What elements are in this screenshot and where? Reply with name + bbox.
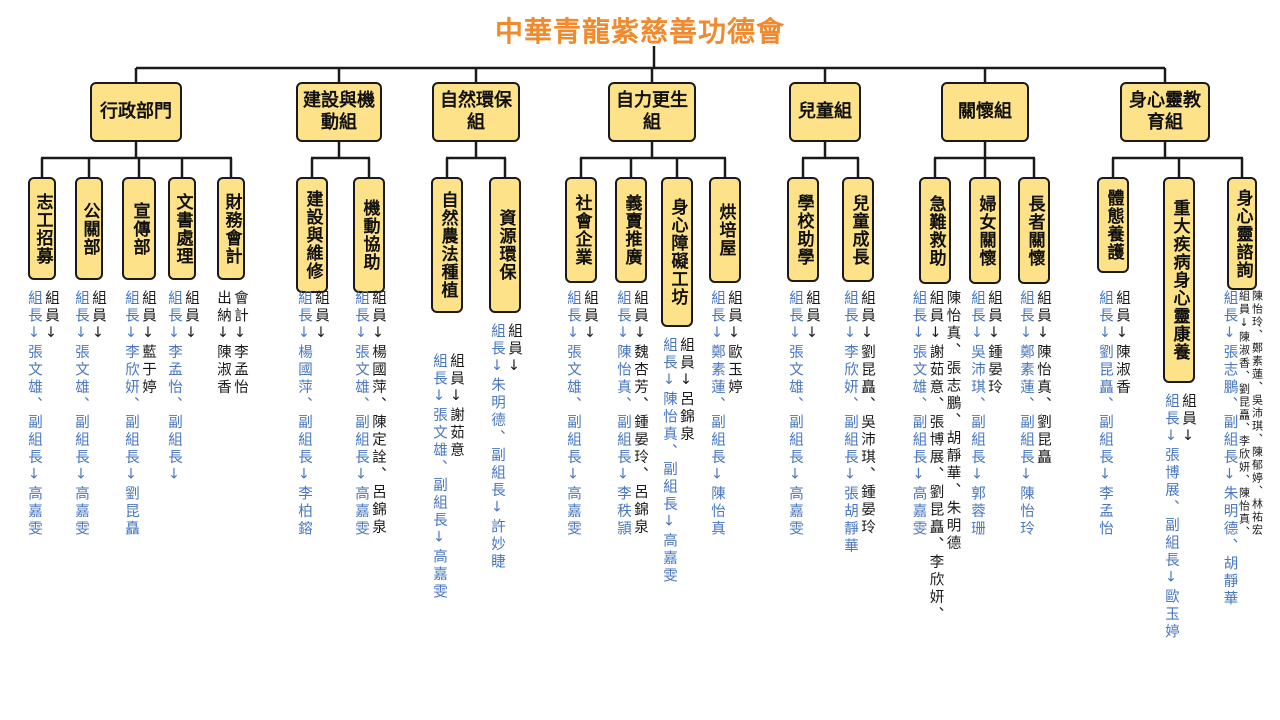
sub-box-1-1: 志工招募 [28, 177, 56, 280]
member-list: 組員↓ [506, 323, 522, 377]
sub-box-6-2: 婦女關懷 [969, 177, 1001, 284]
leader-list: 組長↓張博展、副組長↓歐玉婷 [1163, 393, 1179, 641]
member-list: 組員↓魏杏芳、鍾晏玲、呂錦泉 [632, 290, 648, 537]
sub-box-3-2: 資源環保 [489, 177, 521, 313]
leader-list: 組長↓陳怡真、副組長↓李秩頴 [615, 290, 631, 538]
member-list: 組員↓呂錦泉 [678, 337, 694, 444]
member-list: 組員↓謝茹意、張博展、劉昆矗、李欣妍、 [927, 290, 944, 624]
dept-box-1: 行政部門 [90, 82, 182, 142]
leader-list: 組長↓張文雄、副組長↓高嘉雯 [565, 290, 581, 538]
member-list: 組員↓ [43, 290, 59, 344]
member-list: 組員↓謝茹意 [448, 353, 464, 460]
sub-box-3-1: 自然農法種植 [431, 177, 463, 313]
member-list: 組員↓藍于婷 [140, 290, 156, 397]
member-list: 組員↓鍾晏玲 [986, 290, 1002, 397]
leader-list: 組長↓張文雄、副組長↓高嘉雯 [353, 290, 369, 538]
member-list: 組員↓ [90, 290, 106, 344]
member-list: 出納↓陳淑香 [215, 290, 231, 397]
member-list: 組員↓陳淑香、劉昆矗、李欣妍、陳怡真、 [1237, 290, 1251, 539]
leader-list: 組長↓張文雄、副組長↓高嘉雯 [73, 290, 89, 538]
leader-list: 組長↓劉昆矗、副組長↓李孟怡 [1097, 290, 1113, 538]
sub-box-1-2: 公關部 [75, 177, 103, 280]
member-list: 組員↓ [804, 290, 820, 344]
sub-box-2-1: 建設與維修 [296, 177, 328, 293]
member-list: 組員↓歐玉婷 [726, 290, 742, 397]
sub-box-5-1: 學校助學 [787, 177, 819, 282]
sub-box-4-4: 烘培屋 [709, 177, 741, 283]
member-list: 組員↓楊國萍、陳定詮、呂錦泉 [370, 290, 386, 537]
sub-box-4-2: 義賣推廣 [615, 177, 647, 283]
leader-list: 組長↓鄭素蓮、副組長↓陳怡玲 [1018, 290, 1034, 538]
member-list: 陳怡玲、鄭素蓮、吳沛琪、陳郁婷、林祐宏 [1250, 290, 1264, 537]
dept-box-4: 自力更生組 [608, 82, 696, 142]
sub-box-6-3: 長者關懷 [1018, 177, 1050, 284]
leader-list: 組長↓張文雄、副組長↓高嘉雯 [910, 290, 927, 538]
dept-box-3: 自然環保組 [432, 82, 520, 142]
sub-box-7-2: 重大疾病身心靈康養 [1163, 177, 1195, 383]
member-list: 組員↓ [183, 290, 199, 344]
member-list: 組員↓陳淑香 [1114, 290, 1130, 397]
sub-box-6-1: 急難救助 [919, 177, 951, 284]
dept-box-5: 兒童組 [789, 82, 861, 142]
leader-list: 組長↓朱明德、副組長↓許妙睫 [489, 323, 505, 571]
member-list: 組員↓陳怡真、劉昆矗 [1035, 290, 1051, 467]
member-list: 組員↓ [1180, 393, 1196, 447]
leader-list: 組長↓鄭素蓮、副組長↓陳怡真 [709, 290, 725, 538]
leader-list: 組長↓張志鵬、副組長↓朱明德、胡靜華 [1221, 290, 1238, 608]
sub-box-1-3: 宣傳部 [122, 177, 156, 280]
leader-list: 組長↓吳沛琪、副組長↓郭蓉珊 [969, 290, 985, 538]
leader-list: 組長↓楊國萍、副組長↓李柏鎔 [296, 290, 312, 538]
member-list: 組員↓ [313, 290, 329, 344]
member-list: 組員↓劉昆矗、吳沛琪、鍾晏玲 [859, 290, 875, 537]
member-list: 陳怡真、張志鵬、胡靜華、朱明德 [944, 290, 961, 553]
leader-list: 組長↓李欣妍、副組長↓劉昆矗 [123, 290, 139, 538]
leader-list: 組長↓張文雄、副組長↓高嘉雯 [787, 290, 803, 538]
member-list: 組員↓ [582, 290, 598, 344]
leader-list: 組長↓張文雄、副組長↓高嘉雯 [26, 290, 42, 538]
dept-box-6: 關懷組 [941, 82, 1029, 142]
org-chart-title: 中華青龍紫慈善功德會 [494, 15, 785, 48]
sub-box-2-2: 機動協助 [353, 177, 385, 293]
sub-box-1-4: 文書處理 [168, 177, 196, 280]
sub-box-7-1: 體態養護 [1097, 177, 1129, 273]
member-list: 會計↓李孟怡 [232, 290, 248, 397]
dept-box-7: 身心靈教育組 [1120, 82, 1210, 142]
dept-box-2: 建設與機動組 [296, 82, 382, 142]
leader-list: 組長↓張文雄、副組長↓高嘉雯 [431, 353, 447, 601]
sub-box-4-3: 身心障礙工坊 [661, 177, 693, 327]
leader-list: 組長↓李欣妍、副組長↓張胡靜華 [842, 290, 858, 556]
sub-box-5-2: 兒童成長 [842, 177, 874, 282]
leader-list: 組長↓李孟怡、副組長↓ [166, 290, 182, 486]
leader-list: 組長↓陳怡真、副組長↓高嘉雯 [661, 337, 677, 585]
sub-box-4-1: 社會企業 [565, 177, 597, 283]
sub-box-7-3: 身心靈諮詢 [1227, 177, 1257, 290]
sub-box-1-5: 財務會計 [217, 177, 245, 280]
